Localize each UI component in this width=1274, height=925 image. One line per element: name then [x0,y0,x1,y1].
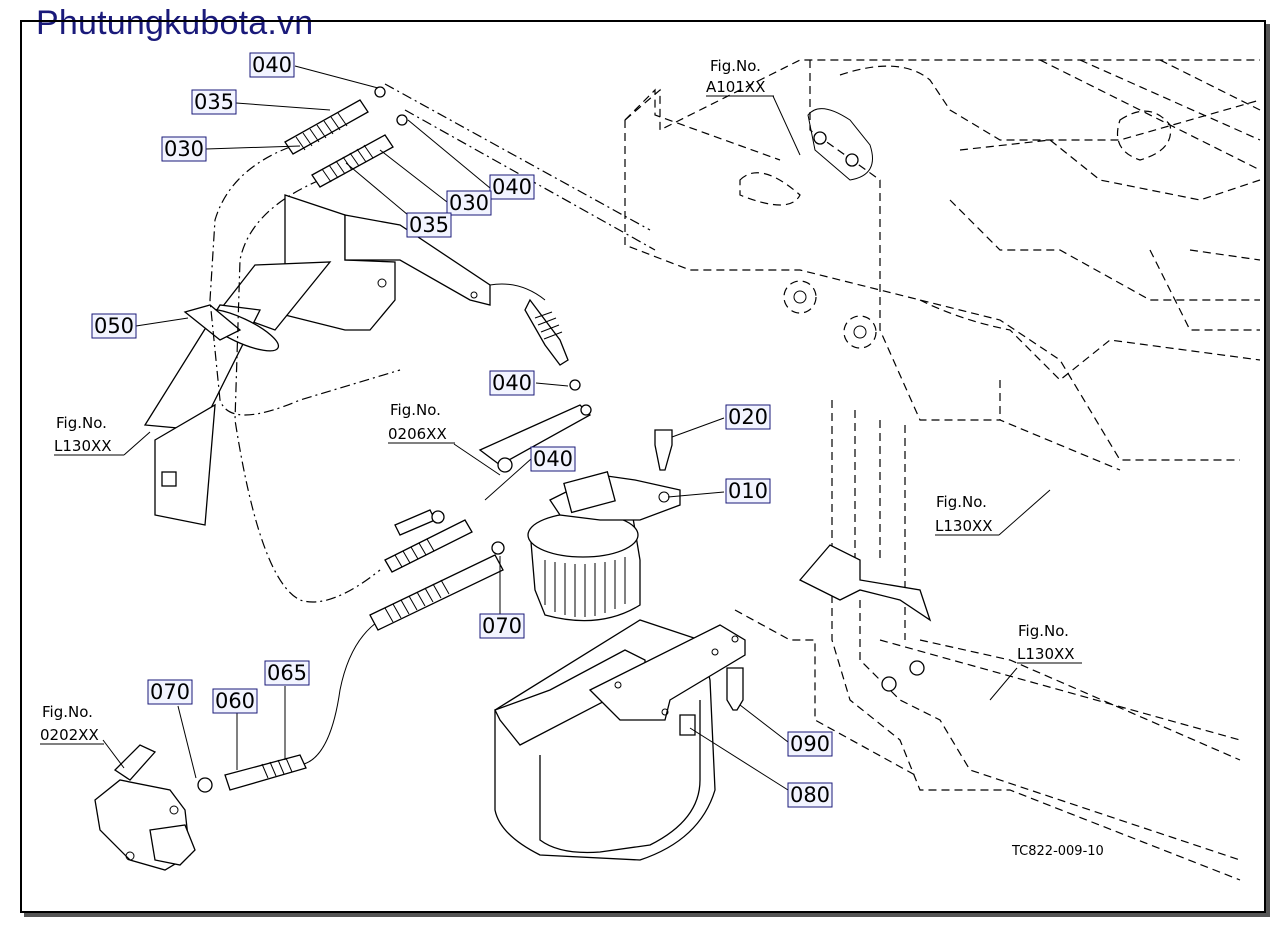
fig-0206-label: Fig.No. [390,401,441,419]
label-020: 020 [728,405,768,429]
fig-a101-label: Fig.No. [710,57,761,75]
fig-l130-right-code: L130XX [1017,645,1075,663]
pedal-bracket [143,194,491,526]
fig-0206-code: 0206XX [388,425,447,443]
leader-lines [102,65,1051,791]
fig-l130-mid-code: L130XX [935,517,993,535]
label-040d: 040 [533,447,573,471]
fig-l130-right-label: Fig.No. [1018,622,1069,640]
part-labels: 040 035 030 040 030 035 050 040 020 040 … [91,52,833,808]
filter-tray [494,619,746,861]
fig-l130-mid-label: Fig.No. [936,493,987,511]
fig-l130-left-label: Fig.No. [56,414,107,432]
fig-l130-left-code: L130XX [54,437,112,455]
upper-hoses [284,86,592,536]
label-040a: 040 [252,53,292,77]
fuel-filter [527,429,681,622]
label-040c: 040 [492,371,532,395]
label-070a: 070 [482,614,522,638]
label-035a: 035 [194,90,234,114]
tractor-frame-outline [624,59,1261,881]
lower-hoses [197,519,505,793]
label-050: 050 [94,314,134,338]
border-shadow-right [1266,24,1270,917]
label-070b: 070 [150,680,190,704]
label-080: 080 [790,783,830,807]
label-060: 060 [215,689,255,713]
label-010: 010 [728,479,768,503]
diagram-border [20,20,1266,913]
fig-a101-code: A101XX [706,78,765,96]
label-035b: 035 [409,213,449,237]
label-030b: 030 [449,191,489,215]
fig-0202-label: Fig.No. [42,703,93,721]
figure-references: Fig.No. A101XX Fig.No. L130XX Fig.No. 02… [40,57,1104,859]
watermark-text: Phutungkubota.vn [36,4,314,42]
fuel-pump [94,744,196,871]
border-shadow-bottom [24,913,1270,917]
label-040b: 040 [492,175,532,199]
label-090: 090 [790,732,830,756]
drawing-code: TC822-009-10 [1011,844,1104,859]
fig-0202-code: 0202XX [40,726,99,744]
label-030a: 030 [164,137,204,161]
label-065: 065 [267,661,307,685]
